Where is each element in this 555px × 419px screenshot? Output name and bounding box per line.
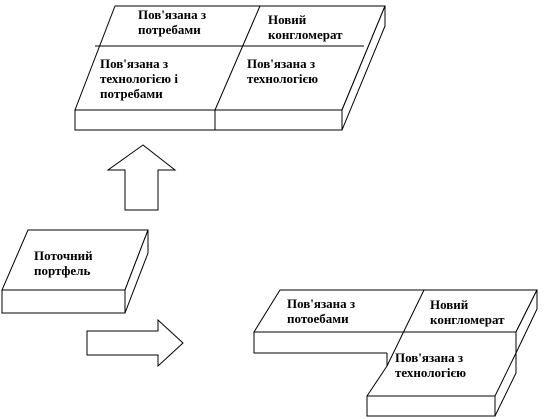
- top-cell-needs: Пов'язана з потребами: [138, 7, 207, 37]
- top-block-front-face: [74, 109, 343, 131]
- up-arrow: [106, 144, 177, 211]
- bottom-cell-new-conglomerate: Новий конгломерат: [430, 297, 505, 327]
- bottom-block-front-face: [253, 332, 387, 354]
- bottom-cell-technology: Пов'язана з технологією: [395, 350, 467, 380]
- current-portfolio-label: Поточний портфель: [34, 248, 93, 278]
- bottom-cell-needs: Пов'язана з потоебами: [287, 296, 356, 326]
- top-cell-technology-and-needs: Пов'язана з технологією і потребами: [100, 56, 178, 101]
- portfolio-front-face: [1, 289, 126, 314]
- top-cell-new-conglomerate: Новий конгломерат: [268, 12, 343, 42]
- bottom-block-lower-front: [366, 395, 496, 417]
- top-block-side-face: [341, 5, 386, 131]
- top-cell-technology: Пов'язана з технологією: [247, 56, 319, 86]
- portfolio-side-face: [124, 229, 149, 314]
- bottom-block-lower-top: [366, 353, 388, 397]
- right-arrow: [86, 318, 184, 368]
- bottom-block-vertical-divider: [386, 289, 425, 367]
- top-block-vertical-divider: [214, 5, 261, 111]
